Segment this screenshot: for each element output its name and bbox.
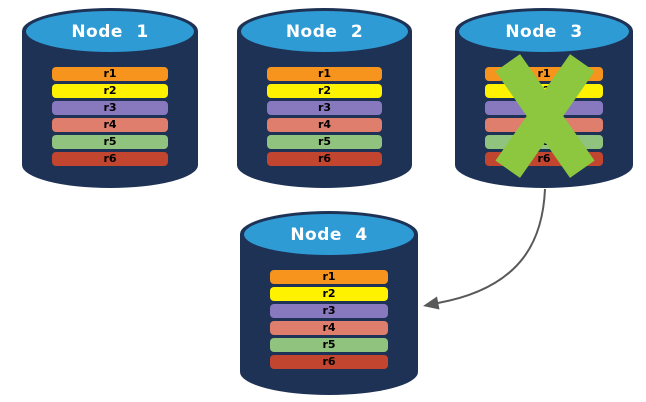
cylinder-top: Node 1 <box>26 11 194 52</box>
node-title: Node 2 <box>285 21 364 42</box>
cylinder-top: Node 2 <box>241 11 408 52</box>
replica-row-r1: r1 <box>270 270 388 284</box>
replica-row-r4: r4 <box>52 118 168 132</box>
replica-row-r3: r3 <box>52 101 168 115</box>
replica-rows: r1 r2 r3 r4 r5 r6 <box>52 67 168 166</box>
replica-row-r3: r3 <box>267 101 382 115</box>
replica-row-r6: r6 <box>270 355 388 369</box>
replica-row-r5: r5 <box>267 135 382 149</box>
failure-x-mark <box>495 53 595 179</box>
node-title: Node 4 <box>290 224 368 245</box>
replica-rows: r1 r2 r3 r4 r5 r6 <box>270 270 388 369</box>
replica-row-r6: r6 <box>267 152 382 166</box>
replica-row-r4: r4 <box>267 118 382 132</box>
node-title: Node 3 <box>505 21 583 42</box>
failover-arrowhead-icon <box>423 296 440 310</box>
replica-row-r2: r2 <box>267 84 382 98</box>
replica-row-r3: r3 <box>270 304 388 318</box>
cylinder-top: Node 4 <box>244 214 414 255</box>
replica-row-r5: r5 <box>52 135 168 149</box>
replica-row-r2: r2 <box>270 287 388 301</box>
replica-row-r1: r1 <box>267 67 382 81</box>
replica-row-r2: r2 <box>52 84 168 98</box>
replica-rows: r1 r2 r3 r4 r5 r6 <box>267 67 382 166</box>
cylinder-top: Node 3 <box>459 11 629 52</box>
node-4: Node 4 r1 r2 r3 r4 r5 r6 <box>240 211 418 395</box>
replica-row-r5: r5 <box>270 338 388 352</box>
failover-arrow-line <box>437 188 546 304</box>
node-3: Node 3 r1 r2 r3 r4 r5 r6 <box>455 8 633 188</box>
node-2: Node 2 r1 r2 r3 r4 r5 r6 <box>237 8 412 188</box>
replica-row-r4: r4 <box>270 321 388 335</box>
replica-row-r1: r1 <box>52 67 168 81</box>
replica-row-r6: r6 <box>52 152 168 166</box>
node-1: Node 1 r1 r2 r3 r4 r5 r6 <box>22 8 198 188</box>
node-title: Node 1 <box>71 21 149 42</box>
